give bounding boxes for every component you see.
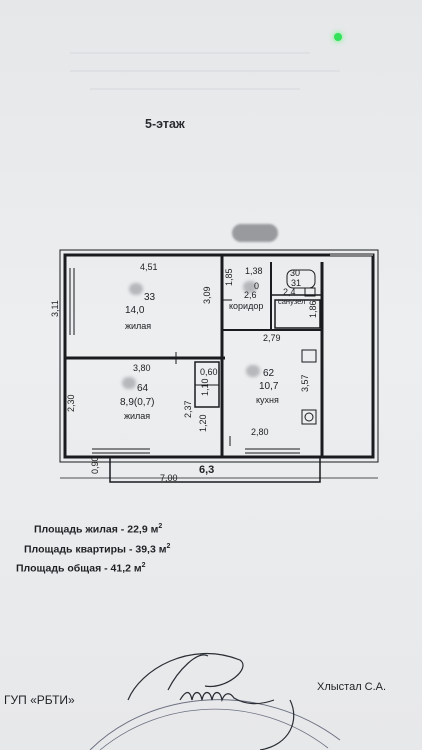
dim-closet-top: 0,60 (200, 367, 218, 377)
dim-bath-top: 30 (290, 268, 301, 278)
redacted-number (246, 365, 260, 377)
summary-living: Площадь жилая - 22,9 м2 (34, 523, 163, 536)
dim-total-width: 7,00 (160, 473, 178, 483)
redacted-number (243, 281, 257, 293)
dim-balcony-length: 6,3 (199, 464, 215, 476)
redacted-number (129, 283, 143, 295)
bath-name: санузел (278, 297, 306, 306)
kitchen-partial: 62 (263, 368, 275, 379)
dim-bath-mid: 31 (291, 278, 302, 288)
dim-corridor-bottom: 2,79 (263, 333, 281, 343)
summary-apartment: Площадь квартиры - 39,3 м2 (24, 543, 171, 556)
organization-name: ГУП «РБТИ» (4, 693, 75, 707)
dim-room2-top: 3,80 (133, 363, 151, 373)
dim-corridor-top: 1,38 (245, 266, 263, 276)
redacted-number (122, 377, 136, 389)
room1-partial: 33 (144, 292, 156, 303)
faded-print-line (90, 88, 300, 90)
signer-name: Хлыстал С.А. (317, 681, 387, 693)
redacted-mark (232, 224, 278, 242)
dim-kitchen-bottom: 2,80 (251, 427, 269, 437)
summary-total: Площадь общая - 41,2 м2 (16, 562, 146, 575)
floor-label: 5-этаж (145, 117, 185, 131)
corridor-name: коридор (229, 301, 264, 311)
room2-name: жилая (124, 411, 151, 421)
corridor-area: 2,6 (244, 290, 257, 300)
corridor-partial: 0 (254, 281, 260, 291)
bath-area: 2,4 (283, 287, 296, 297)
kitchen-area: 10,7 (259, 381, 279, 392)
faded-print-line (70, 70, 340, 72)
room2-partial: 64 (137, 383, 149, 394)
room2-area: 8,9(0,7) (120, 397, 155, 408)
faded-print-line (70, 52, 310, 54)
kitchen-name: кухня (256, 395, 279, 405)
status-indicator-icon (334, 33, 342, 41)
room1-name: жилая (125, 321, 152, 331)
dim-top-left: 4,51 (140, 262, 158, 272)
room1-area: 14,0 (125, 305, 145, 316)
